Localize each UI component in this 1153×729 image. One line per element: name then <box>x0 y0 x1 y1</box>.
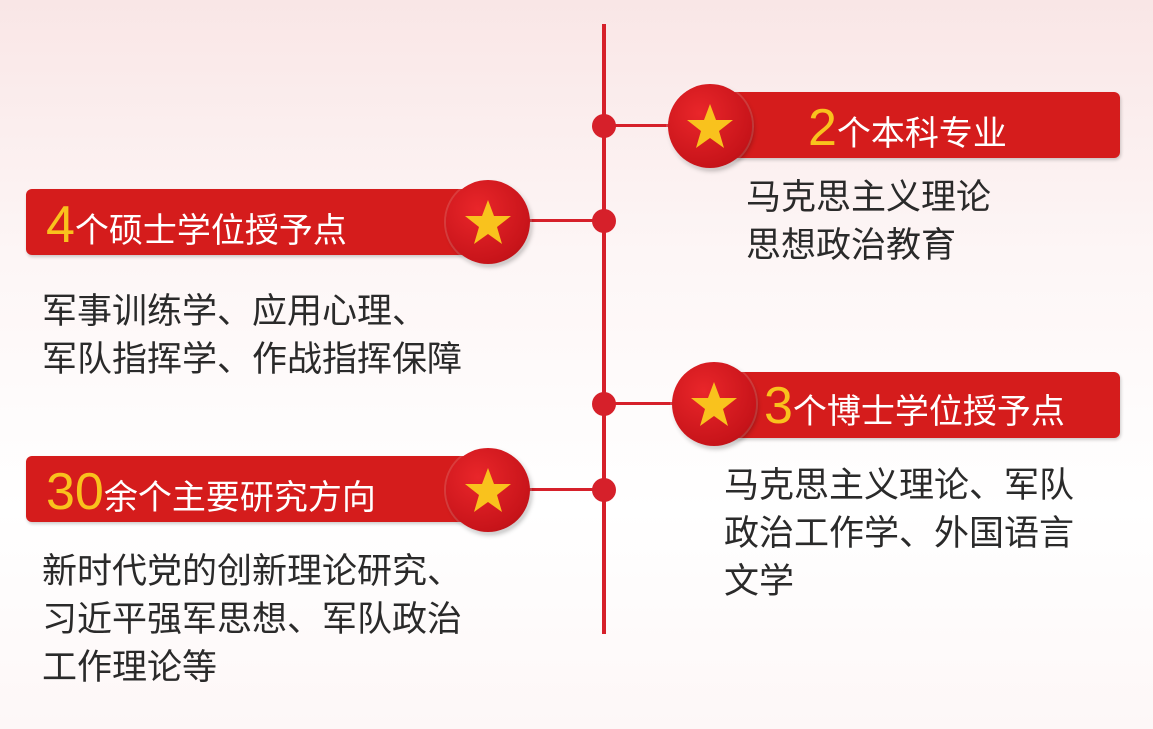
connector-item-1 <box>604 124 674 127</box>
star-icon <box>691 382 737 426</box>
banner-item-1 <box>700 92 1120 158</box>
item-2-title: 4 个硕士学位授予点 <box>46 199 347 251</box>
item-3-title: 3 个博士学位授予点 <box>764 380 1065 432</box>
star-icon <box>465 468 511 512</box>
banner-item-3 <box>700 372 1120 438</box>
banner-item-4 <box>26 456 506 522</box>
badge-item-1 <box>668 84 752 168</box>
timeline-node-item-2 <box>592 209 616 233</box>
item-3-description: 马克思主义理论、军队 政治工作学、外国语言 文学 <box>724 462 1074 606</box>
timeline-node-item-3 <box>592 392 616 416</box>
item-2-number: 4 <box>46 196 75 254</box>
item-1-label: 个本科专业 <box>836 114 1007 154</box>
item-3-line-2: 政治工作学、外国语言 <box>724 514 1075 554</box>
item-2-description: 军事训练学、应用心理、 军队指挥学、作战指挥保障 <box>42 288 462 384</box>
item-1-title: 2 个本科专业 <box>808 102 1007 154</box>
item-3-line-1: 马克思主义理论、军队 <box>724 466 1075 506</box>
item-1-line-1: 马克思主义理论 <box>746 178 992 218</box>
badge-item-4 <box>446 448 530 532</box>
star-icon <box>465 200 511 244</box>
banner-item-2 <box>26 189 506 255</box>
item-4-line-2: 习近平强军思想、军队政治 <box>42 600 463 640</box>
item-3-line-3: 文学 <box>724 562 795 602</box>
item-4-number: 30 <box>46 463 104 521</box>
item-2-label: 个硕士学位授予点 <box>74 211 347 251</box>
item-2-line-1: 军事训练学、应用心理、 <box>42 292 428 332</box>
connector-item-3 <box>604 402 680 405</box>
connector-item-4 <box>520 488 606 491</box>
item-4-description: 新时代党的创新理论研究、 习近平强军思想、军队政治 工作理论等 <box>42 548 462 692</box>
item-3-number: 3 <box>764 377 793 435</box>
item-4-line-1: 新时代党的创新理论研究、 <box>42 552 463 592</box>
item-1-number: 2 <box>808 99 837 157</box>
connector-item-2 <box>520 219 606 222</box>
item-3-label: 个博士学位授予点 <box>792 392 1065 432</box>
item-1-line-2: 思想政治教育 <box>746 226 957 266</box>
timeline-node-item-4 <box>592 478 616 502</box>
item-4-line-3: 工作理论等 <box>42 648 218 688</box>
item-4-label: 余个主要研究方向 <box>103 478 376 518</box>
item-4-title: 30 余个主要研究方向 <box>46 466 376 518</box>
timeline-node-item-1 <box>592 114 616 138</box>
timeline-axis <box>602 24 606 634</box>
badge-item-3 <box>672 362 756 446</box>
item-2-line-2: 军队指挥学、作战指挥保障 <box>42 340 463 380</box>
item-1-description: 马克思主义理论 思想政治教育 <box>746 174 991 270</box>
star-icon <box>687 104 733 148</box>
badge-item-2 <box>446 180 530 264</box>
